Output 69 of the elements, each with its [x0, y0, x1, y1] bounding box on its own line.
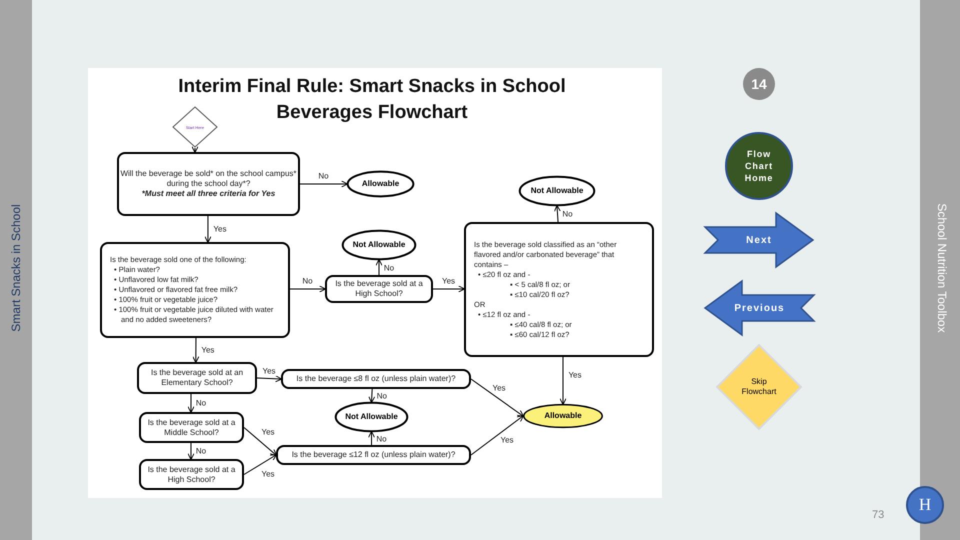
question-text: Is the beverage sold at a High School?: [146, 464, 236, 484]
outcome-ellipse: [342, 230, 416, 260]
node-label: Not Allowable: [345, 412, 398, 422]
node-label: Flow Chart Home: [744, 148, 774, 184]
outcome-ellipse: [347, 171, 414, 197]
flowchart-title: Interim Final Rule: Smart Snacks in School Beverages Flowchart: [177, 75, 567, 125]
decision-box: [139, 459, 244, 490]
arrow: [192, 146, 198, 154]
edge-label: No: [561, 210, 574, 218]
start-diamond: [172, 106, 218, 148]
arrow: [256, 375, 282, 382]
question-text: Is the beverage sold at a Middle School?: [146, 418, 236, 438]
decision-box: [276, 445, 471, 465]
side-caption: School Nutrition Toolbox: [935, 203, 949, 333]
node-label: Previous: [734, 302, 785, 316]
question-text: Is the beverage ≤8 fl oz (unless plain water)?: [296, 374, 456, 384]
edge-label: No: [301, 276, 314, 286]
skip-diamond-button: [716, 344, 802, 430]
side-caption: Smart Snacks in School: [9, 204, 23, 332]
arrow: [244, 454, 277, 475]
decision-box: [100, 242, 290, 338]
decision-box: [281, 369, 471, 389]
arrow: [432, 286, 466, 292]
arrow: [470, 378, 524, 417]
node-label: Allowable: [544, 411, 582, 421]
arrow: [560, 356, 566, 406]
outcome-ellipse: [523, 404, 603, 428]
arrow: [368, 430, 375, 446]
outcome-ellipse: [335, 402, 408, 432]
arrow: [192, 338, 200, 364]
node-label: Not Allowable: [530, 186, 584, 196]
edge-label: Yes: [260, 428, 276, 437]
arrow: [300, 180, 348, 188]
edge-label: Yes: [200, 346, 216, 354]
node-label: Next: [746, 234, 772, 248]
node-label: 14: [751, 74, 767, 94]
node-label: Skip Flowchart: [740, 377, 778, 397]
question-text: Is the beverage sold at a High School?: [334, 279, 424, 299]
arrow: [188, 442, 194, 460]
arrow: [244, 427, 277, 456]
arrow: [204, 216, 212, 244]
decision-box: [325, 275, 433, 303]
outcome-ellipse: [519, 176, 595, 206]
page-number-badge: [743, 68, 775, 100]
node-label: H: [918, 494, 932, 516]
edge-label: No: [194, 446, 208, 456]
next-arrow-button: [704, 212, 814, 268]
decision-box: [464, 222, 654, 357]
edge-label: Yes: [212, 224, 228, 234]
decision-box: [139, 412, 244, 443]
decision-box: [137, 362, 257, 394]
previous-arrow-button: [704, 280, 815, 336]
question-text: Is the beverage sold at an Elementary School?: [150, 368, 244, 388]
decision-box: [117, 152, 300, 216]
arrow: [188, 394, 194, 414]
node-label: Not Allowable: [352, 240, 406, 250]
edge-label: No: [317, 172, 330, 180]
node-label: Allowable: [362, 179, 400, 189]
page-number: 73: [872, 508, 884, 523]
question-text: Will the beverage be sold* on the school campus* during the school day*?: [119, 169, 298, 189]
question-text: Is the beverage ≤12 fl oz (unless plain water)?: [292, 450, 456, 460]
arrow: [554, 204, 561, 222]
edge-label: No: [194, 398, 208, 408]
arrow: [470, 415, 524, 456]
note-text: *Must meet all three criteria for Yes: [140, 189, 276, 199]
arrow: [290, 286, 326, 292]
home-circle-button: [906, 486, 944, 524]
arrow: [376, 258, 382, 276]
arrow: [368, 388, 376, 404]
